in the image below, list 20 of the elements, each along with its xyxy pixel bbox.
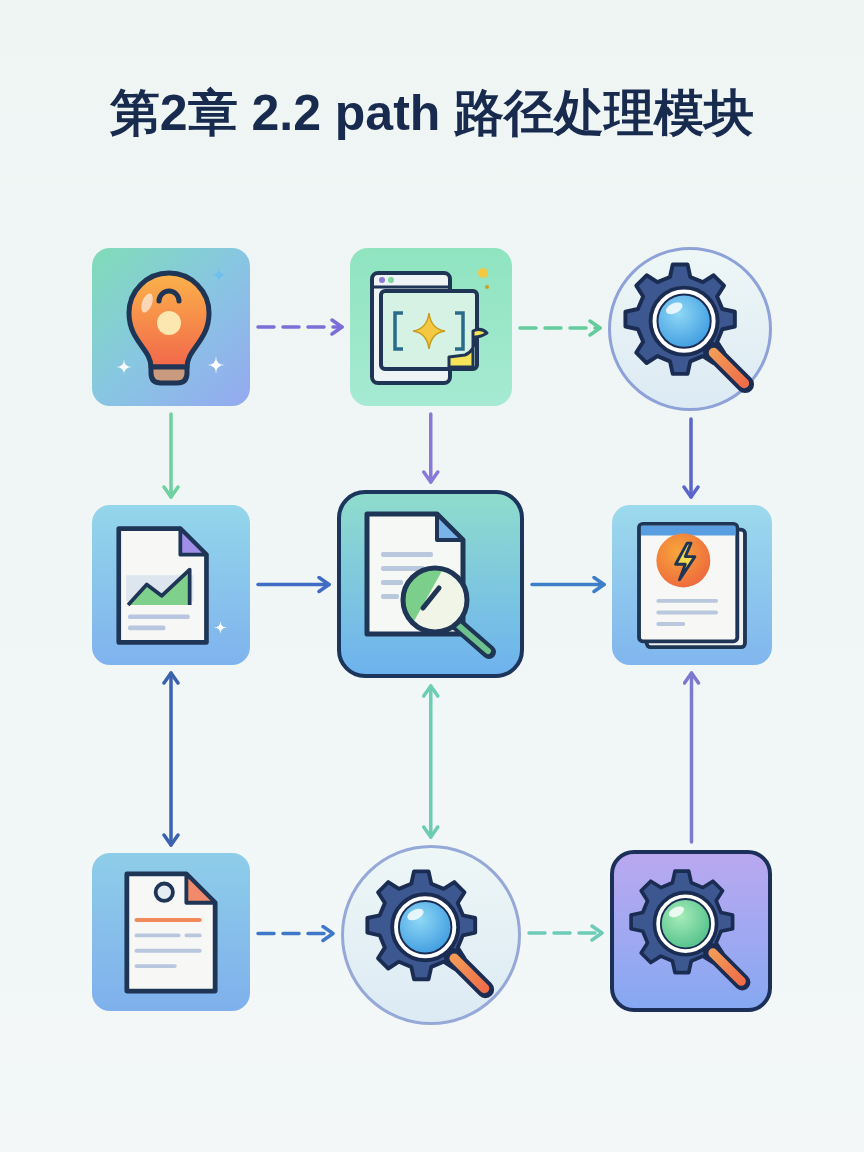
arrow	[530, 575, 606, 594]
icon-tile	[337, 490, 524, 678]
arrow	[256, 575, 331, 594]
icon-tile	[92, 853, 250, 1011]
dashed-arrow	[527, 924, 604, 942]
double-headed-arrow	[162, 671, 180, 847]
icon-tile	[612, 505, 772, 665]
icon-tile	[350, 248, 512, 406]
arrow	[162, 412, 180, 499]
icon-tile	[610, 850, 772, 1012]
arrow	[682, 671, 701, 844]
dashed-arrow	[256, 924, 335, 943]
double-headed-arrow	[422, 684, 440, 839]
icon-tile	[92, 505, 250, 665]
arrow	[682, 417, 700, 499]
dashed-arrow	[518, 319, 602, 337]
arrow	[422, 412, 440, 484]
dashed-arrow	[256, 318, 344, 336]
icon-tile	[92, 248, 250, 406]
title: 第2章 2.2 path 路径处理模块	[109, 84, 755, 143]
